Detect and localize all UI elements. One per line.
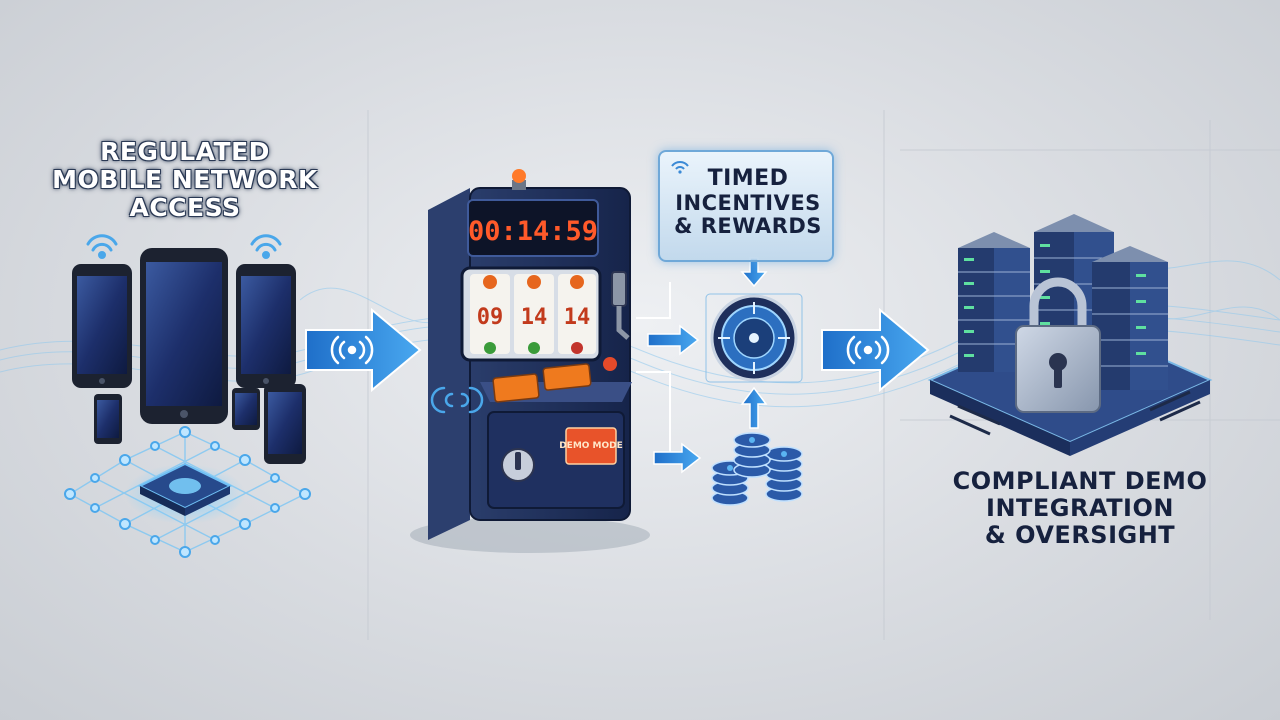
arrow-up-icon (740, 386, 768, 429)
reel-1: 09 (477, 305, 504, 330)
label-line: INCENTIVES (675, 190, 821, 215)
network-hub (125, 462, 245, 524)
demo-mode-sign-text: DEMO MODE (559, 441, 623, 451)
incentives-label: TIMED INCENTIVES & REWARDS (668, 166, 828, 239)
label-line: MOBILE NETWORK (52, 165, 318, 194)
mobile-network-label: REGULATED MOBILE NETWORK ACCESS (20, 138, 350, 222)
label-line: & REWARDS (674, 214, 822, 239)
tablet-center (140, 248, 228, 424)
arrow-right-icon (647, 324, 700, 356)
signal-waves-icon (330, 335, 374, 365)
wifi-icon (250, 234, 282, 259)
slot-machine: 00:14:59 09 14 14 DEMO MODE (410, 169, 650, 553)
phone-small-1 (94, 394, 122, 444)
coin-stack-icon (711, 432, 803, 506)
target-dial-icon (705, 293, 803, 383)
phone-small-3 (264, 384, 306, 464)
arrow-right-icon (305, 307, 422, 393)
label-line: ACCESS (129, 193, 241, 222)
label-line: INTEGRATION (986, 493, 1174, 522)
phones-group (72, 234, 306, 464)
slot-timer-display: 00:14:59 (468, 216, 598, 247)
lock-icon (1015, 277, 1101, 413)
reel-2: 14 (521, 305, 548, 330)
server-rack-icon (927, 214, 1213, 456)
label-line: & OVERSIGHT (984, 520, 1176, 549)
incentives-callout-box (658, 150, 834, 262)
signal-waves-icon (430, 386, 484, 414)
signal-waves-icon (846, 335, 890, 365)
wifi-icon (671, 161, 689, 174)
wifi-icon (86, 234, 118, 259)
arrow-down-icon (740, 257, 768, 288)
phone-right (236, 264, 296, 388)
arrow-right-icon (653, 442, 702, 474)
compliance-label: COMPLIANT DEMO INTEGRATION & OVERSIGHT (900, 468, 1260, 549)
reel-3: 14 (564, 305, 591, 330)
phone-small-2 (232, 388, 260, 430)
arrow-right-icon (821, 307, 930, 393)
network-mesh (64, 426, 311, 558)
label-line: TIMED (707, 166, 789, 191)
connector-lines (636, 282, 671, 458)
demo-mode-sign: DEMO MODE (559, 441, 623, 451)
phone-left (72, 264, 132, 388)
label-line: REGULATED (100, 137, 270, 166)
label-line: COMPLIANT DEMO (952, 467, 1208, 495)
